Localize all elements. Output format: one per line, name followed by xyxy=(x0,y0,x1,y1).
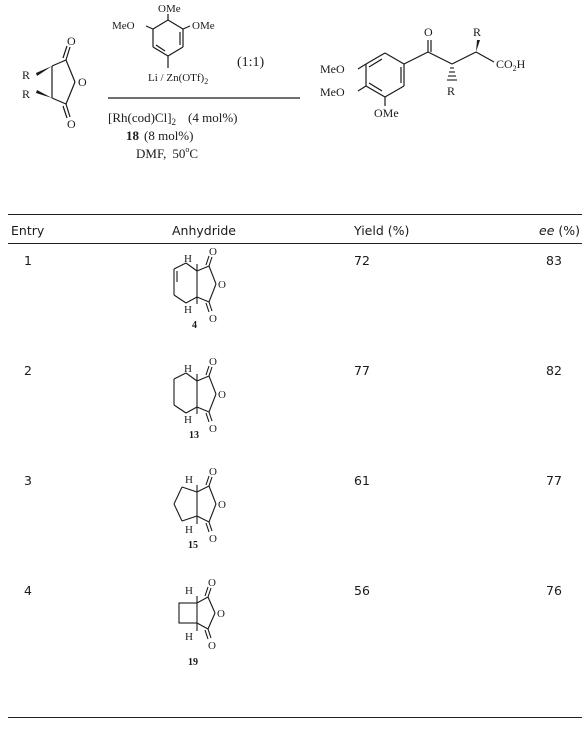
reactant-o-carbonyl-top: O xyxy=(67,34,76,48)
product-co2h: CO2H xyxy=(496,57,526,73)
row-4-ee: 76 xyxy=(546,583,562,598)
row-3-o-ring: O xyxy=(218,499,226,511)
header-ee-italic: ee xyxy=(539,223,555,238)
reagent-ome-right: OMe xyxy=(192,20,215,32)
row-1-h-top: H xyxy=(184,253,192,265)
table-bottom-rule xyxy=(8,717,582,719)
product-co2h-end: H xyxy=(517,57,526,71)
reactant-o-carbonyl-bottom: O xyxy=(67,117,76,131)
row-1-o-ring: O xyxy=(218,279,226,291)
ligand-number: 18 xyxy=(126,128,140,143)
row-3-o-bottom: O xyxy=(209,533,217,545)
row-4-h-top: H xyxy=(185,585,193,597)
row-1-ee: 83 xyxy=(546,253,562,268)
reagent-ome-top: OMe xyxy=(158,3,181,15)
row-2-h-bottom: H xyxy=(184,414,192,426)
product-ome-bottom: OMe xyxy=(374,106,399,120)
conditions-solvent: DMF, xyxy=(136,146,166,161)
catalyst: [Rh(cod)Cl]2 (4 mol%) xyxy=(108,110,238,127)
reaction-scheme-svg: R R O O O OMe MeO OMe (1:1) Li / Zn(OTf)… xyxy=(22,3,526,161)
reactant-r-bottom: R xyxy=(22,87,30,101)
row-3-h-bottom: H xyxy=(185,524,193,536)
row-2-o-ring: O xyxy=(218,389,226,401)
row-4-entry: 4 xyxy=(24,583,32,598)
row-1-anhydride-structure: H H O O O 4 xyxy=(148,246,258,336)
row-2-ee: 82 xyxy=(546,363,562,378)
catalyst-sub: 2 xyxy=(172,117,177,127)
row-4-o-ring: O xyxy=(217,608,225,620)
reagent-metal-li: Li xyxy=(148,72,158,84)
product-co2h-sub: 2 xyxy=(513,64,517,73)
ligand: 18 (8 mol%) xyxy=(126,128,193,143)
row-1-yield: 72 xyxy=(354,253,370,268)
product-r-top: R xyxy=(473,25,481,39)
reagent-meo-left: MeO xyxy=(112,20,135,32)
row-3-yield: 61 xyxy=(354,473,370,488)
reagent-metal: Li / Zn(OTf)2 xyxy=(148,72,208,86)
product-meo-lower: MeO xyxy=(320,85,345,99)
header-entry: Entry xyxy=(11,223,45,238)
product-meo-upper: MeO xyxy=(320,62,345,76)
row-2-h-top: H xyxy=(184,363,192,375)
reagent-ratio: (1:1) xyxy=(237,55,265,70)
row-1-o-bottom: O xyxy=(209,313,217,325)
row-1-o-top: O xyxy=(209,247,217,258)
row-4-o-top: O xyxy=(208,577,216,589)
row-2-yield: 77 xyxy=(354,363,370,378)
row-4-anhydride-structure: H H O O O 19 xyxy=(148,577,258,676)
row-1-compound: 4 xyxy=(192,320,197,331)
reaction-scheme: R R O O O OMe MeO OMe (1:1) Li / Zn(OTf)… xyxy=(0,0,588,200)
reactant-o-ring: O xyxy=(78,75,87,89)
row-2-anhydride-structure: H H O O O 13 xyxy=(148,356,258,446)
row-2-compound: 13 xyxy=(189,430,199,441)
reagent-metal-sub: 2 xyxy=(204,77,208,86)
conditions-unit: C xyxy=(189,146,198,161)
row-3-entry: 3 xyxy=(24,473,32,488)
product-o-carbonyl: O xyxy=(424,25,433,39)
conditions-temp: 50 xyxy=(172,146,185,161)
header-ee: ee (%) xyxy=(539,223,580,238)
table-header-rule xyxy=(8,243,582,244)
table-top-rule xyxy=(8,214,582,216)
row-3-ee: 77 xyxy=(546,473,562,488)
row-3-o-top: O xyxy=(209,467,217,478)
row-2-o-bottom: O xyxy=(209,423,217,435)
header-yield: Yield (%) xyxy=(354,223,410,238)
catalyst-main: [Rh(cod)Cl] xyxy=(108,110,172,125)
row-4-o-bottom: O xyxy=(208,640,216,652)
row-4-compound: 19 xyxy=(188,657,198,668)
row-4-h-bottom: H xyxy=(185,631,193,643)
row-3-h-top: H xyxy=(185,474,193,486)
ligand-loading: (8 mol%) xyxy=(144,128,193,143)
row-4-yield: 56 xyxy=(354,583,370,598)
row-1-h-bottom: H xyxy=(184,304,192,316)
row-3-anhydride-structure: H H O O O 15 xyxy=(148,466,258,556)
row-3-compound: 15 xyxy=(188,540,198,551)
conditions-deg: o xyxy=(185,145,189,154)
row-1-entry: 1 xyxy=(24,253,32,268)
row-2-entry: 2 xyxy=(24,363,32,378)
product-r-bottom: R xyxy=(447,84,455,98)
catalyst-loading: (4 mol%) xyxy=(188,110,237,125)
product-co2h-main: CO xyxy=(496,57,513,71)
header-ee-rest: (%) xyxy=(554,223,580,238)
reagent-metal-zn: Zn(OTf) xyxy=(166,72,204,84)
row-2-o-top: O xyxy=(209,357,217,368)
conditions: DMF, 50oC xyxy=(136,145,198,161)
header-anhydride: Anhydride xyxy=(172,223,236,238)
reactant-r-top: R xyxy=(22,68,30,82)
